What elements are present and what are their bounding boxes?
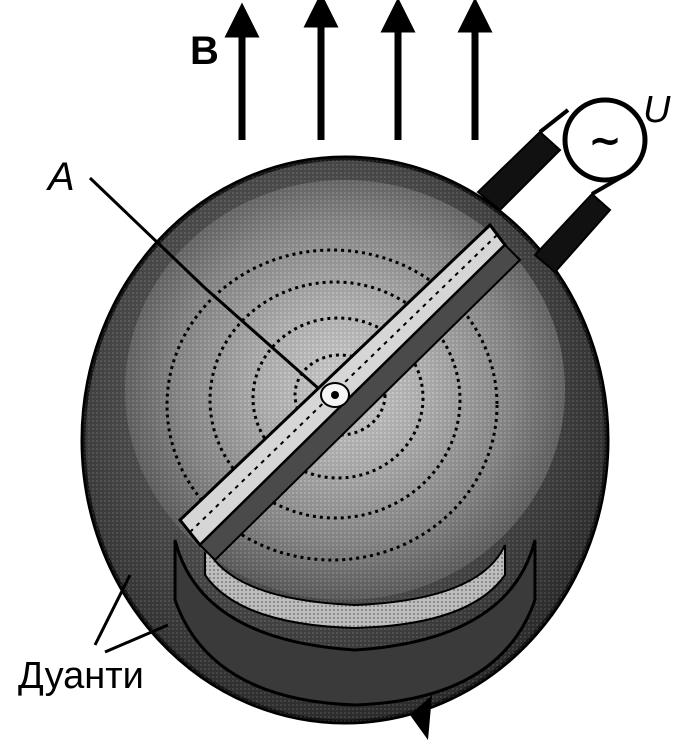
orbit-ring-3 — [208, 280, 462, 520]
exit-beam — [410, 695, 432, 740]
particle-orbit — [165, 248, 499, 562]
point-label: A — [46, 155, 75, 199]
magnetic-field-arrows — [224, 0, 493, 140]
field-label: B — [190, 29, 219, 73]
pointer-a — [88, 176, 319, 390]
dee-rim — [173, 539, 537, 707]
electrode-leads — [476, 108, 632, 274]
orbit-ring-2 — [251, 316, 425, 480]
ac-source-symbol: ~ — [588, 118, 622, 164]
pointer-dees — [93, 574, 169, 654]
ac-source-circle — [562, 97, 648, 183]
ac-source: ~ — [562, 97, 648, 183]
orbit-ring-4 — [165, 248, 499, 562]
dees-label: Дуанти — [18, 655, 144, 697]
ion-source — [320, 382, 350, 408]
voltage-label: U — [643, 89, 671, 131]
orbit-ring-1 — [293, 353, 387, 437]
